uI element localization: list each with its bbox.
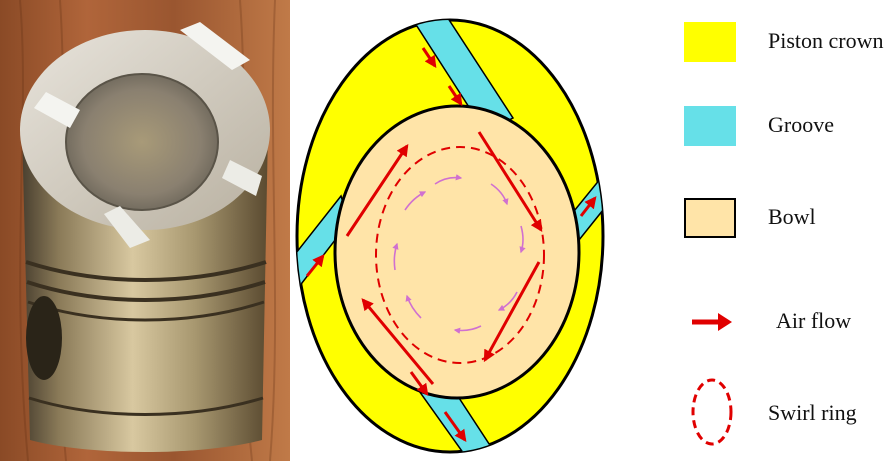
legend-label: Swirl ring xyxy=(768,400,857,426)
bowl-shape xyxy=(335,106,579,398)
legend-label: Air flow xyxy=(776,308,851,334)
legend-item-bowl: Bowl xyxy=(670,190,894,250)
legend-item-air-flow: Air flow xyxy=(670,292,894,352)
legend-item-groove: Groove xyxy=(670,98,894,158)
legend-item-piston-crown: Piston crown xyxy=(670,14,894,74)
legend-item-swirl-ring: Swirl ring xyxy=(670,372,894,452)
legend-label: Bowl xyxy=(768,204,816,230)
air-flow-arrow-icon xyxy=(684,302,736,342)
piston-photo xyxy=(0,0,290,461)
bowl-swatch xyxy=(684,198,736,238)
legend: Piston crown Groove Bowl Air flow Swirl … xyxy=(670,0,894,461)
piston-crown-swatch xyxy=(684,22,736,62)
swirl-ring-icon xyxy=(684,376,736,448)
legend-label: Groove xyxy=(768,112,834,138)
groove-swatch xyxy=(684,106,736,146)
legend-label: Piston crown xyxy=(768,28,884,54)
swirl-diagram xyxy=(285,0,615,461)
